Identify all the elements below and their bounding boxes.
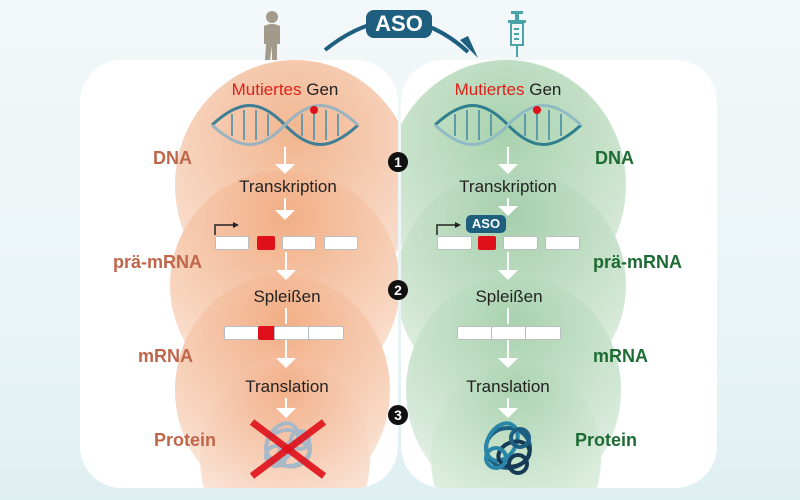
aso-bound-tag: ASO <box>466 215 506 233</box>
flow-arrow <box>507 147 509 165</box>
step-badge-1: 1 <box>388 152 408 172</box>
flow-arrow <box>285 340 287 358</box>
left-label-mrna: mRNA <box>138 346 194 366</box>
flow-arrow <box>285 252 287 272</box>
exon <box>224 326 260 340</box>
flow-arrowhead <box>498 206 518 216</box>
dna-helix-icon <box>210 104 360 146</box>
flow-arrowhead <box>276 358 296 368</box>
flow-arrowhead <box>275 164 295 174</box>
misfolded-protein-icon <box>249 419 327 479</box>
gene-label: Gen <box>529 80 562 99</box>
flow-arrow <box>507 198 509 208</box>
mutated-label: Mutiertes <box>231 80 302 99</box>
left-label-pre-mrna: prä-mRNA <box>113 252 203 272</box>
flow-arrow <box>507 340 509 358</box>
left-gene-title: Mutiertes Gen <box>232 80 339 100</box>
mutated-label: Mutiertes <box>454 80 525 99</box>
syringe-icon <box>508 11 526 57</box>
flow-arrowhead <box>276 270 296 280</box>
left-step-transcription: Transkription <box>239 177 337 196</box>
exon <box>324 236 358 250</box>
exon <box>308 326 344 340</box>
promoter-arrow-icon <box>214 222 239 235</box>
right-label-dna: DNA <box>595 148 634 168</box>
right-label-protein: Protein <box>575 430 638 450</box>
exon <box>215 236 249 250</box>
right-label-mrna: mRNA <box>593 346 649 366</box>
flow-arrow <box>507 252 509 272</box>
dna-helix-icon <box>433 104 583 146</box>
right-step-translation: Translation <box>466 377 550 396</box>
flow-arrow <box>284 198 286 212</box>
aso-label: ASO <box>366 10 432 38</box>
flow-arrow <box>285 308 287 324</box>
left-step-translation: Translation <box>245 377 329 396</box>
flow-arrow <box>507 308 509 324</box>
mutated-exon <box>478 236 496 250</box>
patient-person-icon <box>264 11 280 60</box>
exon <box>491 326 527 340</box>
right-step-transcription: Transkription <box>459 177 557 196</box>
flow-arrow <box>507 398 509 410</box>
gene-label: Gen <box>306 80 339 99</box>
folded-protein-icon <box>484 421 532 475</box>
mutated-exon <box>257 236 275 250</box>
flow-arrow <box>284 147 286 165</box>
exon <box>525 326 561 340</box>
exon <box>457 326 493 340</box>
exon <box>503 236 538 250</box>
exon <box>545 236 580 250</box>
flow-arrowhead <box>498 408 518 418</box>
exon <box>437 236 472 250</box>
right-label-pre-mrna: prä-mRNA <box>593 252 683 272</box>
right-gene-title: Mutiertes Gen <box>455 80 562 100</box>
exon <box>274 326 310 340</box>
flow-arrowhead <box>498 164 518 174</box>
step-badge-2: 2 <box>388 280 408 300</box>
step-badge-3: 3 <box>388 405 408 425</box>
flow-arrow <box>285 398 287 410</box>
promoter-arrow-icon <box>436 222 461 235</box>
left-label-dna: DNA <box>153 148 192 168</box>
exon <box>282 236 316 250</box>
flow-arrowhead <box>498 270 518 280</box>
flow-arrowhead <box>275 210 295 220</box>
flow-arrowhead <box>276 408 296 418</box>
left-step-splicing: Spleißen <box>253 287 321 306</box>
flow-arrowhead <box>498 358 518 368</box>
right-step-splicing: Spleißen <box>475 287 543 306</box>
left-label-protein: Protein <box>154 430 217 450</box>
